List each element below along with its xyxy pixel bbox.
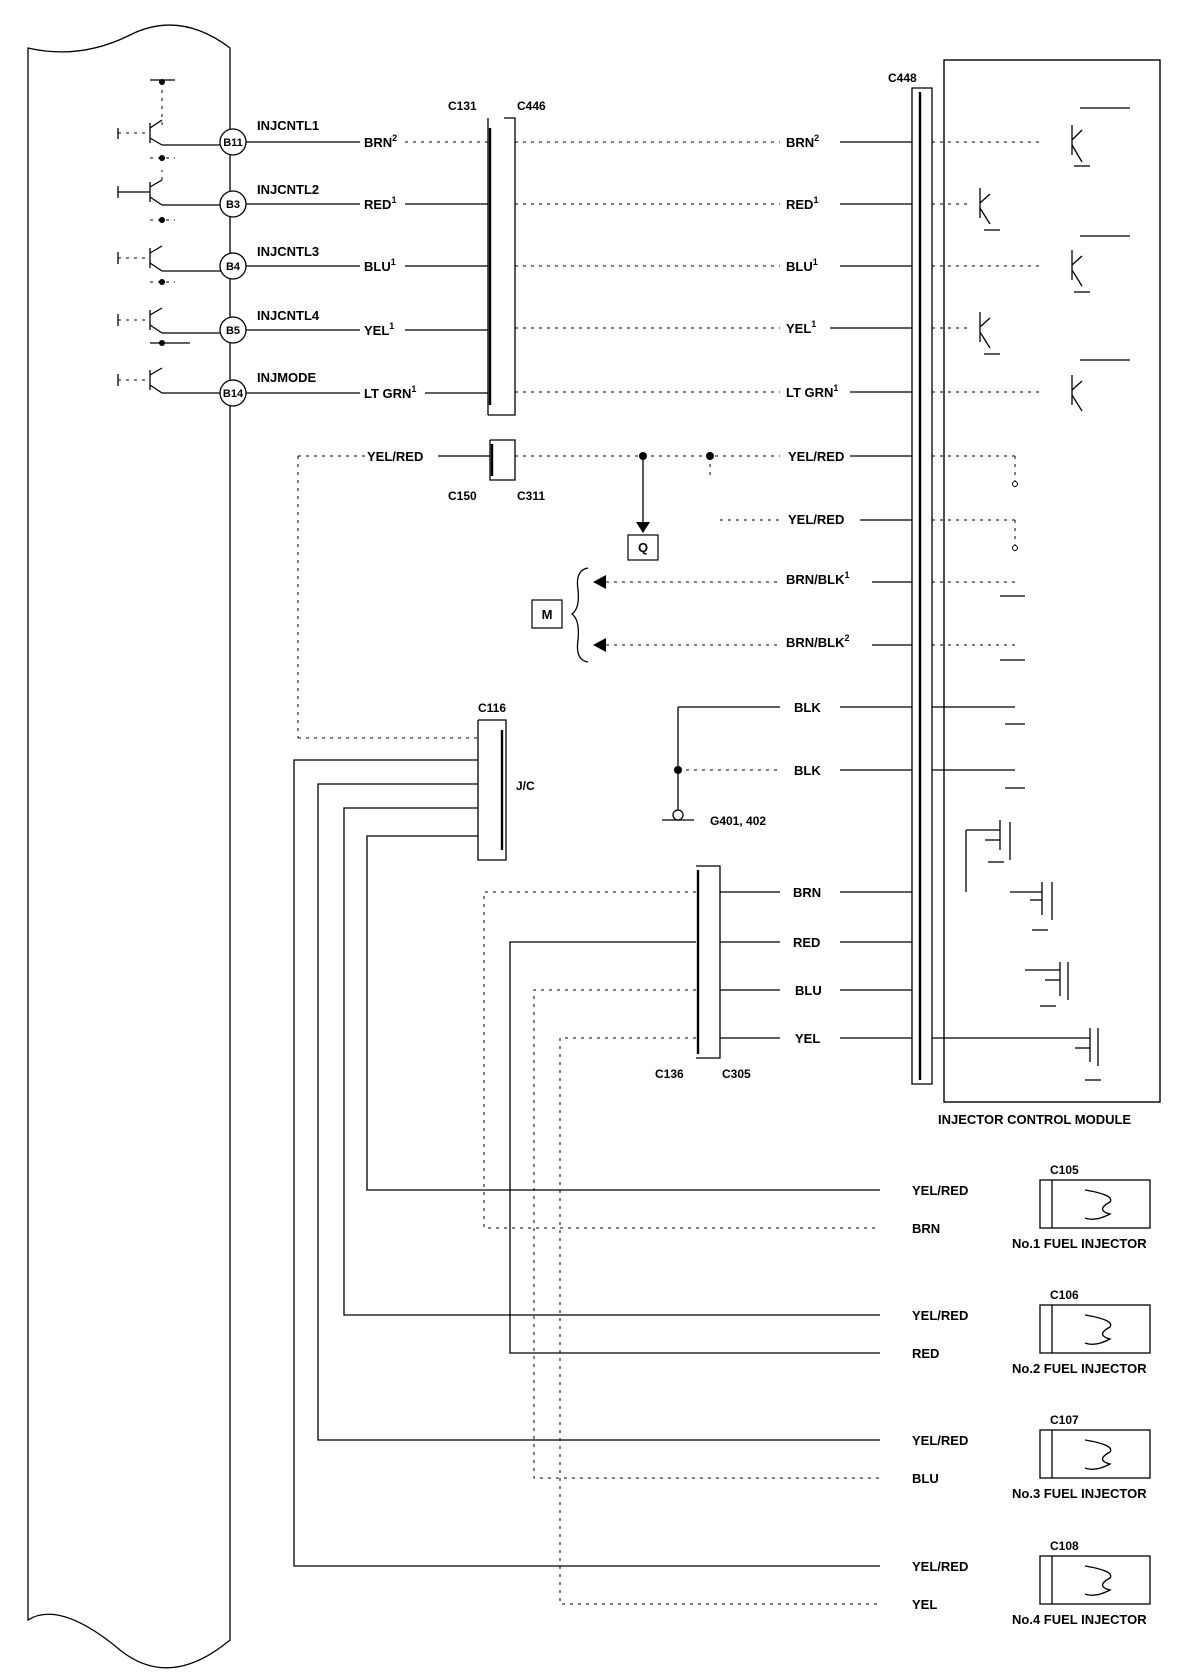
connector-c150: C150 bbox=[448, 489, 477, 503]
wire-yel-left: YEL1 bbox=[364, 321, 394, 338]
wire-blk-1: BLK bbox=[794, 700, 821, 715]
injector-4-name: No.4 FUEL INJECTOR bbox=[1012, 1612, 1147, 1627]
ecm-transistors bbox=[117, 79, 222, 394]
injector-3-wire-a: YEL/RED bbox=[912, 1433, 968, 1448]
wire-blu-right: BLU1 bbox=[786, 257, 818, 274]
ground-g401-402: G401, 402 bbox=[710, 814, 766, 828]
wire-red: RED bbox=[793, 935, 820, 950]
injector-3-wire-b: BLU bbox=[912, 1471, 939, 1486]
injector-1: C105 YEL/RED BRN No.1 FUEL INJECTOR bbox=[912, 1163, 1151, 1251]
pin-b3-label: B3 bbox=[226, 199, 240, 211]
wire-blu-left: BLU1 bbox=[364, 257, 396, 274]
connector-c448: C448 bbox=[888, 71, 917, 85]
ecm-outline bbox=[27, 24, 231, 1669]
connector-c311: C311 bbox=[517, 489, 545, 503]
connector-c136-c305 bbox=[696, 865, 721, 1059]
injector-3-connector: C107 bbox=[1050, 1413, 1079, 1427]
connector-c116-jc bbox=[477, 719, 507, 861]
module-title: INJECTOR CONTROL MODULE bbox=[938, 1112, 1131, 1127]
connector-c446: C446 bbox=[517, 99, 546, 113]
connector-jc: J/C bbox=[516, 779, 535, 793]
injector-2-name: No.2 FUEL INJECTOR bbox=[1012, 1361, 1147, 1376]
signal-injcntl3: INJCNTL3 bbox=[257, 244, 319, 259]
connector-c305: C305 bbox=[722, 1067, 751, 1081]
connector-c131: C131 bbox=[448, 99, 477, 113]
ref-m: M bbox=[542, 607, 553, 622]
wire-yel-right: YEL1 bbox=[786, 319, 816, 336]
wire-brn-right: BRN2 bbox=[786, 133, 819, 150]
module-internals bbox=[932, 107, 1130, 1081]
pin-b11-label: B11 bbox=[223, 137, 243, 149]
wire-ltgrn-right: LT GRN1 bbox=[786, 383, 838, 400]
connector-c448 bbox=[911, 87, 933, 1085]
injector-4-wire-b: YEL bbox=[912, 1597, 937, 1612]
signal-injcntl1: INJCNTL1 bbox=[257, 118, 319, 133]
injector-1-connector: C105 bbox=[1050, 1163, 1079, 1177]
pin-b14-label: B14 bbox=[223, 388, 244, 400]
connector-c116: C116 bbox=[478, 701, 506, 715]
injector-3-name: No.3 FUEL INJECTOR bbox=[1012, 1486, 1147, 1501]
connector-c136: C136 bbox=[655, 1067, 684, 1081]
pin-b5-label: B5 bbox=[226, 325, 240, 337]
ref-q: Q bbox=[638, 540, 648, 555]
injector-1-wire-a: YEL/RED bbox=[912, 1183, 968, 1198]
injector-1-wire-b: BRN bbox=[912, 1221, 940, 1236]
wire-yelred-1: YEL/RED bbox=[788, 449, 844, 464]
ref-m-box bbox=[531, 599, 563, 629]
brace-m bbox=[570, 567, 589, 663]
injector-4-connector: C108 bbox=[1050, 1539, 1079, 1553]
injector-2-connector: C106 bbox=[1050, 1288, 1079, 1302]
signal-injcntl2: INJCNTL2 bbox=[257, 182, 319, 197]
pin-b4-label: B4 bbox=[226, 261, 241, 273]
wire-red-right: RED1 bbox=[786, 195, 818, 212]
injector-2-wire-b: RED bbox=[912, 1346, 939, 1361]
wire-blk-2: BLK bbox=[794, 763, 821, 778]
ecm-pins: B11 B3 B4 B5 B14 bbox=[219, 128, 247, 407]
injector-control-module bbox=[943, 59, 1161, 1103]
signal-injcntl4: INJCNTL4 bbox=[257, 308, 320, 323]
wire-yel: YEL bbox=[795, 1031, 820, 1046]
injector-2-wire-a: YEL/RED bbox=[912, 1308, 968, 1323]
wire-yelred-2: YEL/RED bbox=[788, 512, 844, 527]
injector-1-name: No.1 FUEL INJECTOR bbox=[1012, 1236, 1147, 1251]
signal-injmode: INJMODE bbox=[257, 370, 317, 385]
wire-brn: BRN bbox=[793, 885, 821, 900]
wire-red-left: RED1 bbox=[364, 195, 396, 212]
wire-yelred-left: YEL/RED bbox=[367, 449, 423, 464]
wire-blu: BLU bbox=[795, 983, 822, 998]
wire-brn-left: BRN2 bbox=[364, 133, 397, 150]
wire-brnblk-1: BRN/BLK1 bbox=[786, 570, 850, 587]
wire-brnblk-2: BRN/BLK2 bbox=[786, 633, 850, 650]
injector-3: C107 YEL/RED BLU No.3 FUEL INJECTOR bbox=[912, 1413, 1151, 1501]
injector-4: C108 YEL/RED YEL No.4 FUEL INJECTOR bbox=[912, 1539, 1151, 1627]
wire-ltgrn-left: LT GRN1 bbox=[364, 384, 416, 401]
ref-q-box bbox=[627, 534, 659, 561]
injector-4-wire-a: YEL/RED bbox=[912, 1559, 968, 1574]
connector-c150-c311 bbox=[489, 439, 516, 481]
connector-c131-c446 bbox=[487, 117, 516, 416]
injector-2: C106 YEL/RED RED No.2 FUEL INJECTOR bbox=[912, 1288, 1151, 1376]
